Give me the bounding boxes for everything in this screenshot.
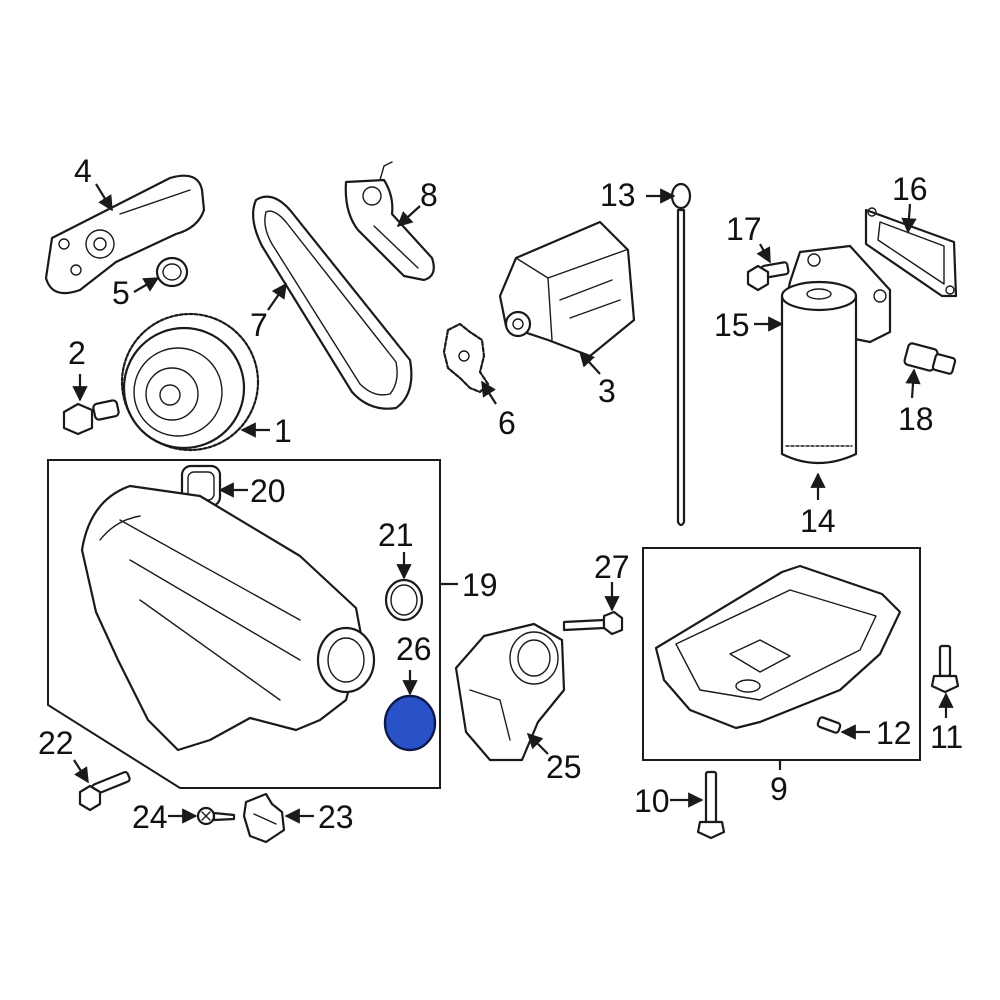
oil-pan-group-frame (642, 547, 921, 761)
callout-24: 24 (132, 799, 168, 835)
part-4-bracket[interactable] (44, 174, 206, 295)
part-17-bolt[interactable] (746, 261, 790, 292)
callout-18: 18 (898, 401, 934, 437)
callout-7: 7 (250, 307, 268, 343)
callout-26: 26 (396, 631, 432, 667)
part-14-oil-filter[interactable] (780, 280, 858, 464)
part-19-intake-manifold[interactable] (80, 484, 376, 752)
part-16-gasket[interactable] (864, 207, 958, 298)
callout-4: 4 (74, 153, 92, 189)
part-3-pump-housing[interactable] (498, 220, 636, 358)
part-27-bolt[interactable] (562, 610, 624, 636)
callout-10: 10 (634, 783, 670, 819)
part-21-o-ring[interactable] (384, 578, 424, 622)
part-11-bolt[interactable] (930, 644, 960, 694)
callout-12: 12 (876, 715, 912, 751)
callout-1: 1 (274, 413, 292, 449)
part-24-screw[interactable] (196, 806, 236, 826)
callout-17: 17 (726, 211, 762, 247)
callout-13: 13 (600, 177, 636, 213)
part-6-sprocket[interactable] (442, 322, 490, 394)
callout-22: 22 (38, 725, 74, 761)
leader-lines (72, 183, 954, 824)
callout-16: 16 (892, 171, 928, 207)
callout-labels: 1 2 3 4 5 6 7 8 9 10 11 12 13 14 15 16 1… (38, 153, 963, 835)
part-9-oil-pan[interactable] (654, 564, 902, 730)
part-13-dipstick[interactable] (670, 182, 692, 527)
part-7-timing-belt[interactable] (251, 195, 413, 410)
part-8-tensioner[interactable] (344, 161, 435, 282)
part-10-bolt[interactable] (696, 770, 726, 840)
callout-15: 15 (714, 307, 750, 343)
part-12-bolt[interactable] (816, 716, 842, 734)
callout-9: 9 (770, 771, 788, 807)
part-26-gasket-highlighted[interactable] (383, 694, 437, 752)
callout-2: 2 (68, 335, 86, 371)
callout-14: 14 (800, 503, 836, 539)
callout-21: 21 (378, 517, 414, 553)
callout-19: 19 (462, 567, 498, 603)
part-22-bolt[interactable] (78, 771, 131, 812)
callout-20: 20 (250, 473, 286, 509)
part-25-throttle-body[interactable] (454, 622, 566, 762)
callout-5: 5 (112, 275, 130, 311)
part-5-seal[interactable] (155, 256, 189, 288)
callout-11: 11 (930, 719, 963, 755)
callout-23: 23 (318, 799, 354, 835)
part-23-bracket[interactable] (242, 792, 286, 844)
intake-group-frame (47, 459, 441, 789)
callout-25: 25 (546, 749, 582, 785)
part-1-crank-pulley[interactable] (120, 312, 260, 452)
part-2-bolt[interactable] (62, 399, 120, 436)
callout-27: 27 (594, 549, 630, 585)
part-18-sensor[interactable] (903, 342, 957, 375)
callout-6: 6 (498, 405, 516, 441)
callout-8: 8 (420, 177, 438, 213)
callout-3: 3 (598, 373, 616, 409)
